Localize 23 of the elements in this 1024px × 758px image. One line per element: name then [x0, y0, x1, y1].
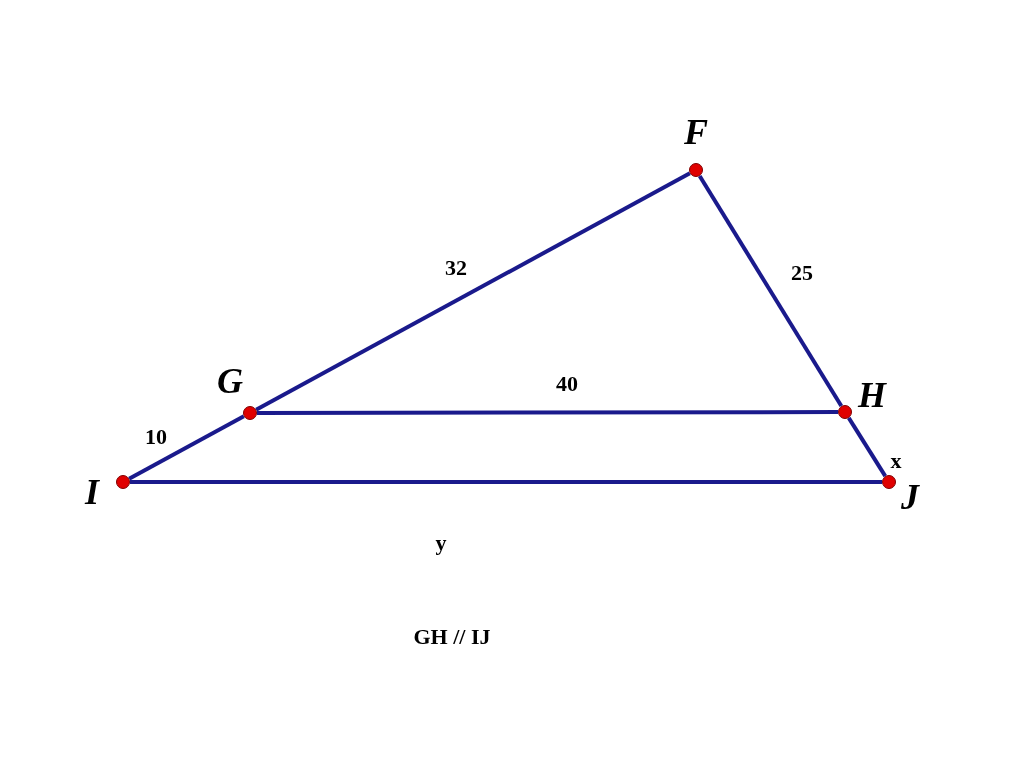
point-dot: [882, 475, 896, 489]
point-dot: [243, 406, 257, 420]
note: GH // IJ: [413, 626, 491, 648]
point-dot: [689, 163, 703, 177]
point-label: H: [858, 377, 886, 413]
edge-label: 40: [556, 373, 578, 395]
point-label: G: [217, 363, 243, 399]
edge-label: 32: [445, 257, 467, 279]
line-segment: [847, 416, 887, 478]
point-label: J: [901, 479, 919, 515]
point-label: F: [684, 114, 708, 150]
edge-label: 25: [791, 262, 813, 284]
edge-label: x: [890, 450, 902, 472]
point-dot: [838, 405, 852, 419]
point-label: I: [85, 474, 99, 510]
line-segment: [130, 480, 882, 484]
edge-label: 10: [145, 426, 167, 448]
edge-label: y: [435, 532, 447, 554]
line-segment: [255, 171, 691, 412]
line-segment: [128, 414, 245, 481]
line-segment: [697, 174, 844, 408]
point-dot: [116, 475, 130, 489]
line-segment: [257, 410, 838, 415]
